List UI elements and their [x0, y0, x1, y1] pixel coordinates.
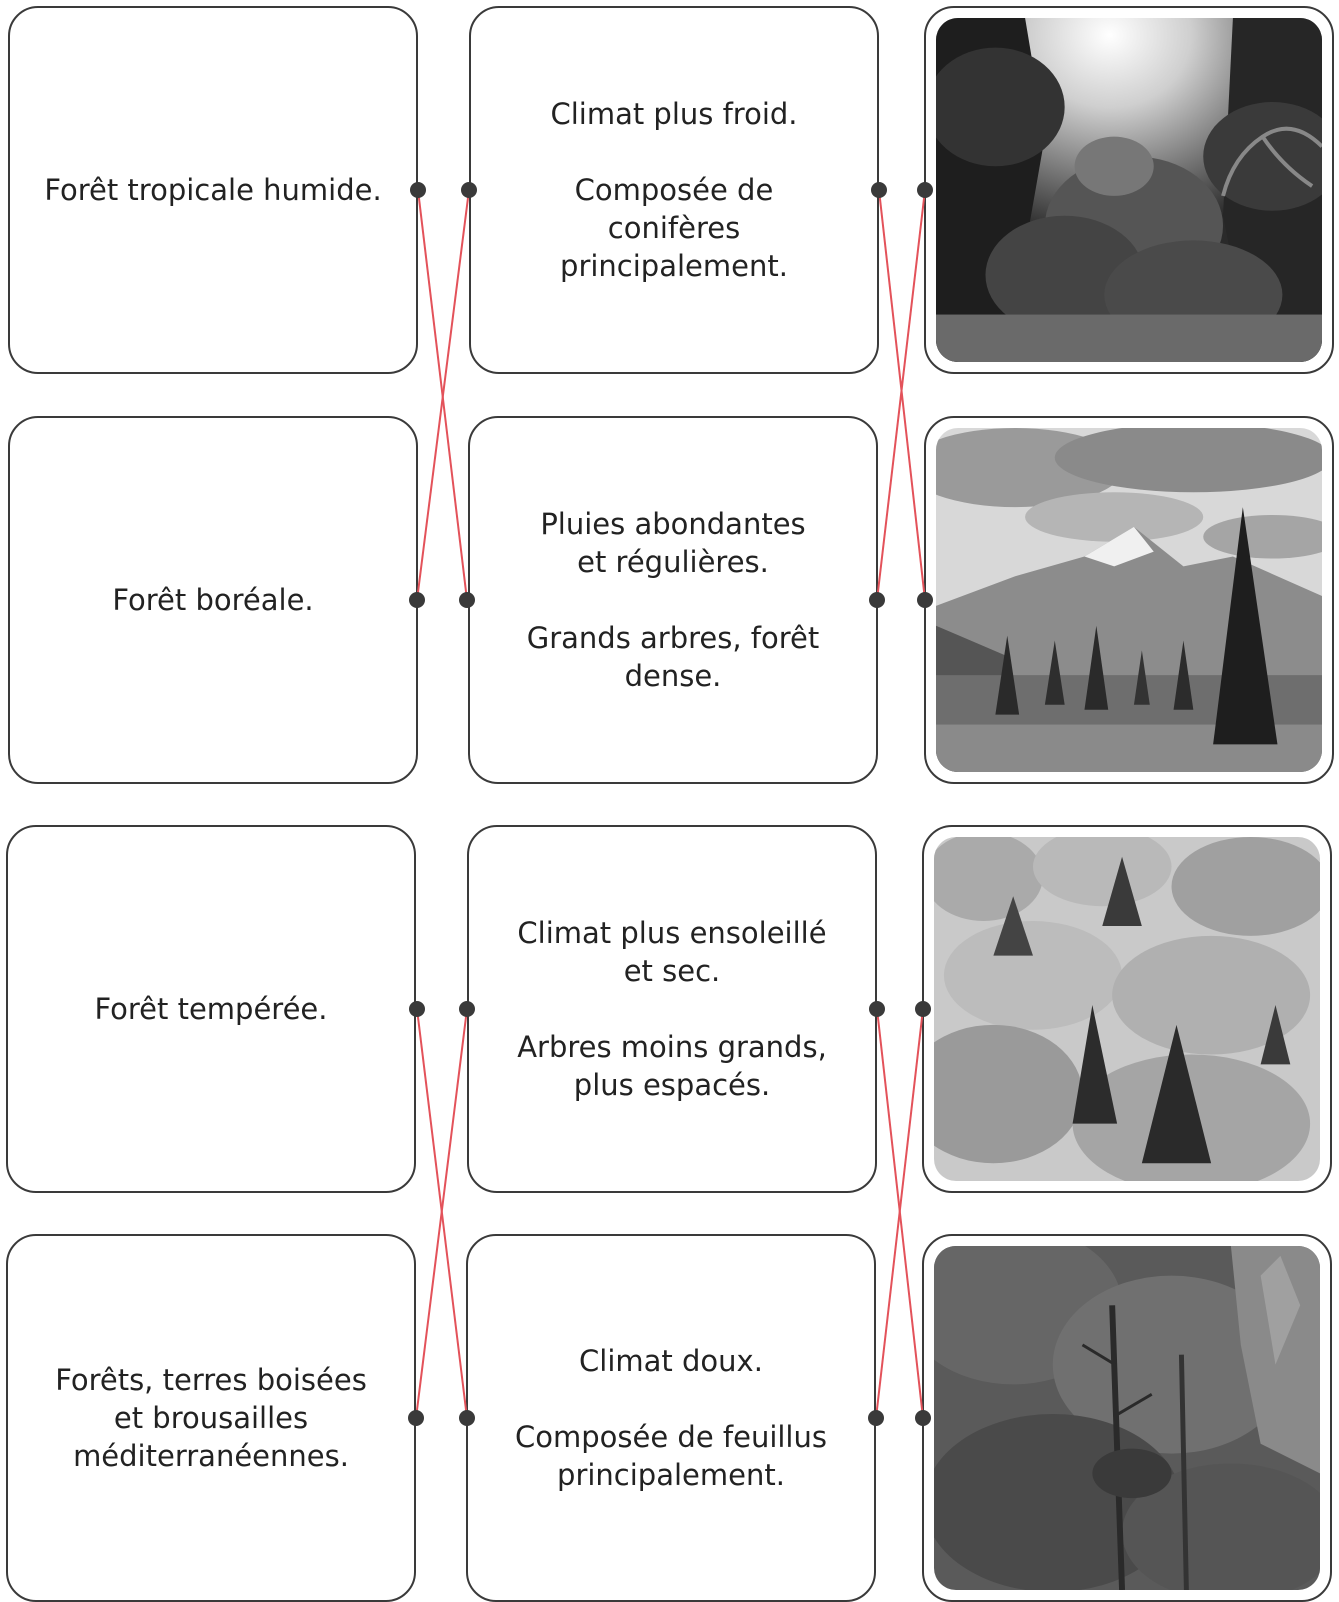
match-line	[876, 189, 926, 601]
name-card-2: Forêt boréale.	[8, 416, 418, 784]
name-label: Forêt boréale.	[112, 583, 314, 617]
name-label: Forêts, terres boisées et brousailles mé…	[55, 1363, 367, 1473]
name-card-4: Forêts, terres boisées et brousailles mé…	[6, 1234, 416, 1602]
boreal-forest-photo	[936, 428, 1322, 772]
name-card-3: Forêt tempérée.	[6, 825, 416, 1193]
name-label: Forêt tropicale humide.	[44, 173, 382, 207]
photo-card-3	[922, 825, 1332, 1193]
description-label: Climat plus froid. Composée de conifères…	[550, 97, 798, 283]
mediterranean-forest-photo	[934, 1246, 1320, 1590]
description-label: Pluies abondantes et régulières. Grands …	[526, 507, 820, 693]
description-card-4: Climat doux. Composée de feuillus princi…	[466, 1234, 876, 1602]
match-line	[416, 189, 470, 601]
photo-card-4	[922, 1234, 1332, 1602]
match-line	[415, 1008, 468, 1419]
match-line	[878, 189, 926, 601]
description-card-3: Climat plus ensoleillé et sec. Arbres mo…	[467, 825, 877, 1193]
description-card-2: Pluies abondantes et régulières. Grands …	[468, 416, 878, 784]
description-label: Climat plus ensoleillé et sec. Arbres mo…	[517, 916, 827, 1102]
match-line	[416, 1008, 468, 1419]
description-label: Climat doux. Composée de feuillus princi…	[515, 1344, 827, 1492]
match-line	[875, 1008, 924, 1419]
name-label: Forêt tempérée.	[94, 992, 328, 1026]
match-line	[417, 189, 468, 601]
photo-card-1	[924, 6, 1334, 374]
match-line	[876, 1008, 924, 1419]
description-card-1: Climat plus froid. Composée de conifères…	[469, 6, 879, 374]
temperate-forest-photo	[934, 837, 1320, 1181]
photo-card-2	[924, 416, 1334, 784]
name-card-1: Forêt tropicale humide.	[8, 6, 418, 374]
tropical-forest-photo	[936, 18, 1322, 362]
